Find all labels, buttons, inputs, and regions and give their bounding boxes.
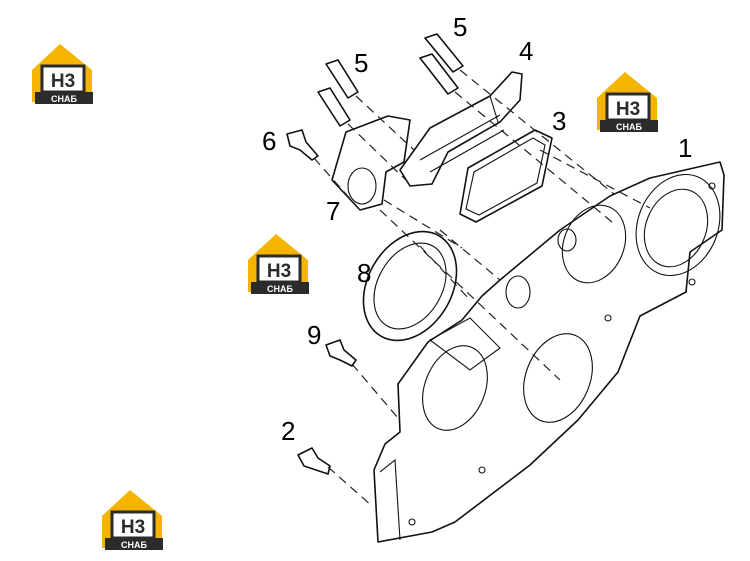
svg-text:СНАБ: СНАБ [51,94,77,104]
gasket [459,129,553,223]
callout-5: 5 [354,48,368,78]
bolt-5-left-b [317,87,351,127]
watermark-logo: H3 СНАБ [246,232,311,296]
svg-text:H3: H3 [121,517,145,538]
bolt-6 [286,129,319,161]
assembly-lines [313,69,651,507]
bolt-9 [325,339,357,367]
callout-2: 2 [281,416,295,446]
svg-text:СНАБ: СНАБ [121,540,147,550]
watermark-logo: H3 СНАБ [595,70,660,134]
callout-8: 8 [357,258,371,288]
svg-text:СНАБ: СНАБ [267,284,293,294]
callout-1: 1 [678,133,692,163]
watermark-logo: H3 СНАБ [30,42,95,106]
callout-6: 6 [262,126,276,156]
housing-plate [373,161,725,543]
bolt-5-left-a [325,59,359,99]
seal-ring [362,230,458,342]
svg-text:СНАБ: СНАБ [616,122,642,132]
callout-9: 9 [307,320,321,350]
bracket [399,71,523,187]
bolt-5-right-b [419,53,459,95]
watermark-logo: H3 СНАБ [100,488,165,552]
cover [331,115,411,211]
callout-5: 5 [453,12,467,42]
bolt-2 [297,447,331,475]
callout-4: 4 [519,36,533,66]
svg-text:H3: H3 [51,71,75,92]
svg-text:H3: H3 [616,99,640,120]
callout-7: 7 [326,196,340,226]
bolt-5-right-a [424,33,464,73]
callout-3: 3 [552,106,566,136]
svg-text:H3: H3 [267,261,291,282]
